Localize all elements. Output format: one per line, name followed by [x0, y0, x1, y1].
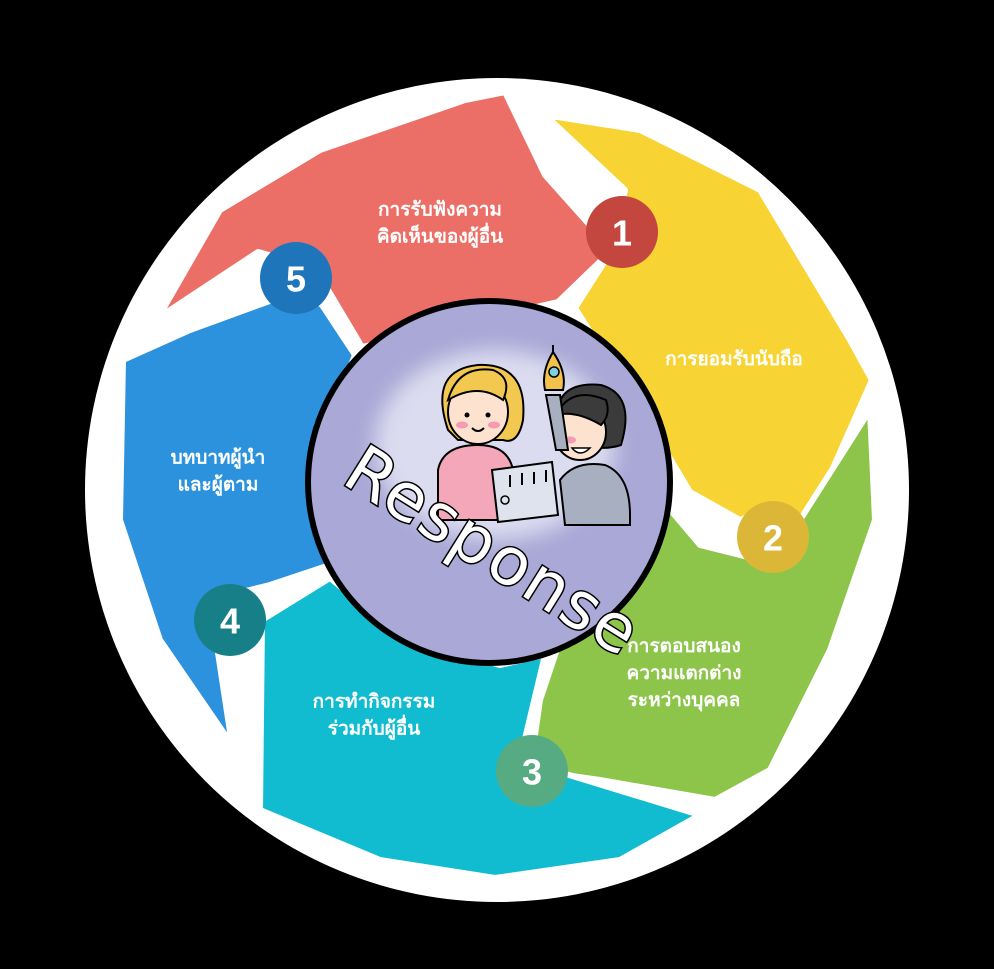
paper-illustration [490, 460, 560, 524]
number-badge-4: 4 [194, 584, 266, 656]
girl-illustration [437, 363, 525, 521]
number-badge-text: 3 [522, 752, 542, 793]
segment-1-label-line: การรับฟังความ [378, 199, 502, 221]
center-illustration [375, 345, 631, 540]
segment-1-label-line: คิดเห็นของผู้อื่น [377, 223, 503, 249]
segment-3-label-line: ความแตกต่าง [627, 662, 742, 684]
segment-2-label-line: การยอมรับนับถือ [665, 348, 803, 370]
segment-3-label-line: ระหว่างบุคคล [628, 689, 741, 712]
number-badge-circle [737, 501, 809, 573]
number-badge-text: 4 [220, 601, 240, 642]
center-badge: Response [305, 298, 673, 674]
number-badge-text: 2 [763, 518, 783, 559]
segment-5-label-line: และผู้ตาม [178, 474, 259, 497]
segment-3-label-line: การตอบสนอง [627, 635, 740, 657]
number-badge-circle [586, 196, 658, 268]
segment-4-label-line: ร่วมกับผู้อื่น [328, 715, 421, 741]
number-badge-text: 1 [612, 213, 632, 254]
segment-4-label-line: การทำกิจกรรม [313, 691, 436, 713]
segment-4-label: การทำกิจกรรมร่วมกับผู้อื่น [313, 691, 436, 741]
segment-3-label: การตอบสนองความแตกต่างระหว่างบุคคล [627, 635, 742, 712]
segment-labels: การรับฟังความคิดเห็นของผู้อื่นการยอมรับน… [171, 199, 803, 741]
number-badge-1: 1 [586, 196, 658, 268]
number-badges: 1 2 3 4 5 [194, 196, 809, 807]
number-badge-3: 3 [496, 735, 568, 807]
number-badge-circle [194, 584, 266, 656]
number-badge-2: 2 [737, 501, 809, 573]
rocket-illustration [543, 345, 565, 391]
number-badge-text: 5 [286, 259, 306, 300]
segment-3-shape [527, 407, 878, 803]
segment-2-label: การยอมรับนับถือ [665, 348, 803, 370]
number-badge-5: 5 [260, 242, 332, 314]
boy-illustration [544, 383, 631, 526]
segment-5-label-line: บทบาทผู้นำ [171, 447, 266, 470]
number-badge-circle [260, 242, 332, 314]
number-badge-circle [496, 735, 568, 807]
segment-1-label: การรับฟังความคิดเห็นของผู้อื่น [377, 199, 503, 249]
segment-5-label: บทบาทผู้นำและผู้ตาม [171, 447, 266, 497]
